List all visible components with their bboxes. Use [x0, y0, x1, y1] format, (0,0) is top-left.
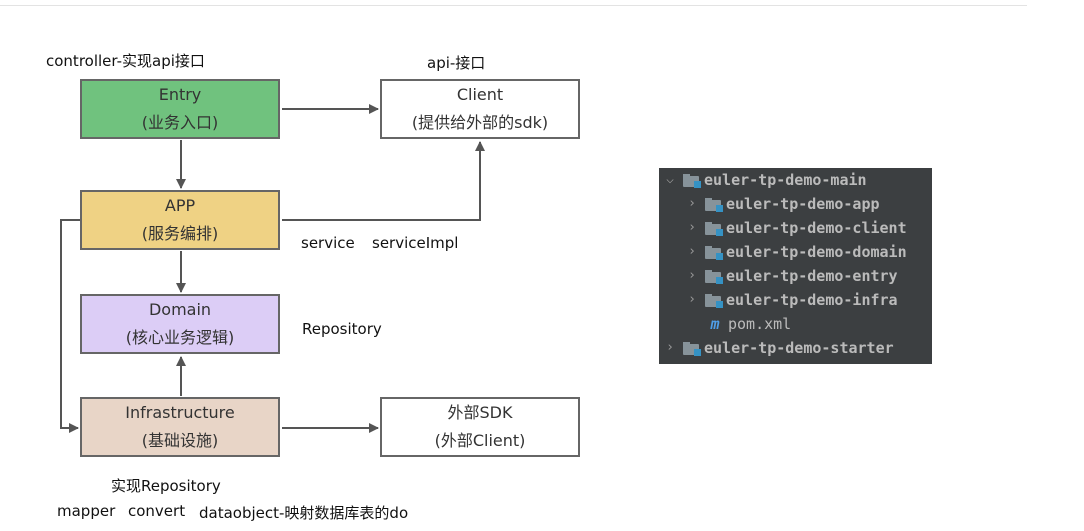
service-label: service — [301, 234, 355, 252]
arrow-app-infra — [60, 219, 80, 433]
tree-item-label: euler-tp-demo-client — [726, 219, 907, 237]
client-box: Client (提供给外部的sdk) — [380, 79, 580, 139]
module-folder-icon — [683, 173, 701, 188]
module-folder-icon — [705, 293, 723, 308]
tree-item-label: euler-tp-demo-main — [704, 171, 867, 189]
tree-item-app[interactable]: › euler-tp-demo-app — [685, 192, 880, 216]
external-title: 外部SDK — [447, 403, 513, 422]
external-sdk-box: 外部SDK (外部Client) — [380, 397, 580, 457]
tree-item-label: pom.xml — [728, 315, 792, 333]
entry-box: Entry (业务入口) — [80, 79, 280, 139]
tree-item-label: euler-tp-demo-app — [726, 195, 880, 213]
entry-subtitle: (业务入口) — [141, 113, 219, 132]
tree-item-domain[interactable]: › euler-tp-demo-domain — [685, 240, 907, 264]
chevron-right-icon[interactable]: › — [688, 220, 696, 235]
app-box: APP (服务编排) — [80, 190, 280, 250]
impl-repository-label: 实现Repository — [111, 477, 221, 495]
client-title: Client — [456, 85, 504, 104]
domain-subtitle: (核心业务逻辑) — [125, 328, 235, 347]
app-title: APP — [164, 196, 196, 215]
project-tree: ⌵ euler-tp-demo-main › euler-tp-demo-app… — [659, 168, 932, 364]
chevron-right-icon[interactable]: › — [688, 196, 696, 211]
module-folder-icon — [705, 245, 723, 260]
maven-icon: m — [710, 315, 720, 333]
infra-subtitle: (基础设施) — [141, 431, 219, 450]
tree-item-client[interactable]: › euler-tp-demo-client — [685, 216, 907, 240]
tree-item-entry[interactable]: › euler-tp-demo-entry — [685, 264, 898, 288]
entry-title: Entry — [158, 85, 202, 104]
api-label: api-接口 — [427, 54, 486, 72]
repository-label: Repository — [302, 320, 382, 338]
infra-title: Infrastructure — [125, 403, 235, 422]
tree-item-main[interactable]: ⌵ euler-tp-demo-main — [663, 168, 867, 192]
chevron-right-icon[interactable]: › — [688, 292, 696, 307]
infra-box: Infrastructure (基础设施) — [80, 397, 280, 457]
domain-box: Domain (核心业务逻辑) — [80, 294, 280, 354]
tree-item-starter[interactable]: › euler-tp-demo-starter — [663, 336, 894, 360]
dataobject-label: dataobject-映射数据库表的do — [199, 504, 409, 522]
convert-label: convert — [128, 502, 186, 520]
controller-label: controller-实现api接口 — [46, 52, 205, 70]
tree-item-pom[interactable]: m pom.xml — [699, 312, 791, 336]
chevron-down-icon[interactable]: ⌵ — [666, 172, 674, 187]
module-folder-icon — [705, 269, 723, 284]
chevron-right-icon[interactable]: › — [666, 340, 674, 355]
top-divider — [0, 5, 1027, 6]
module-folder-icon — [705, 197, 723, 212]
tree-item-label: euler-tp-demo-entry — [726, 267, 898, 285]
client-subtitle: (提供给外部的sdk) — [411, 113, 549, 132]
domain-title: Domain — [148, 300, 212, 319]
tree-item-label: euler-tp-demo-starter — [704, 339, 894, 357]
external-subtitle: (外部Client) — [434, 431, 526, 450]
chevron-right-icon[interactable]: › — [688, 268, 696, 283]
module-folder-icon — [683, 341, 701, 356]
module-folder-icon — [705, 221, 723, 236]
chevron-right-icon[interactable]: › — [688, 244, 696, 259]
tree-item-infra[interactable]: › euler-tp-demo-infra — [685, 288, 898, 312]
tree-item-label: euler-tp-demo-infra — [726, 291, 898, 309]
arrow-app-client — [282, 141, 485, 221]
app-subtitle: (服务编排) — [141, 224, 219, 243]
service-impl-label: serviceImpl — [372, 234, 459, 252]
tree-item-label: euler-tp-demo-domain — [726, 243, 907, 261]
mapper-label: mapper — [57, 502, 116, 520]
